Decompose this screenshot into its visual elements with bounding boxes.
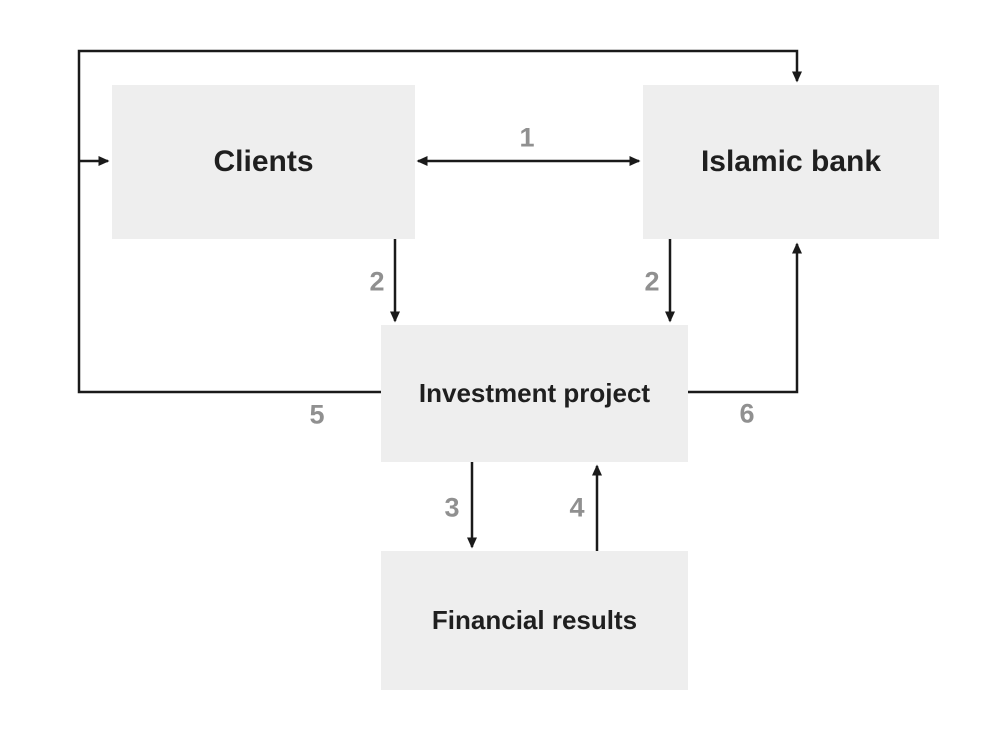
node-clients: Clients bbox=[112, 85, 415, 239]
node-financial-results-label: Financial results bbox=[431, 605, 638, 635]
edge-label-3: 3 bbox=[444, 492, 460, 523]
edge-label-4: 4 bbox=[569, 492, 585, 523]
edge-label-5: 5 bbox=[309, 399, 325, 430]
node-investment-project: Investment project bbox=[381, 325, 688, 462]
edge-6-line bbox=[688, 242, 802, 394]
node-islamic-bank-label: Islamic bank bbox=[700, 145, 882, 178]
edge-label-1: 1 bbox=[519, 122, 535, 153]
edge-label-2-right: 2 bbox=[644, 266, 660, 297]
edge-label-6: 6 bbox=[739, 398, 755, 429]
node-investment-project-label: Investment project bbox=[418, 378, 651, 408]
node-financial-results: Financial results bbox=[381, 551, 688, 690]
edge-label-2-left: 2 bbox=[369, 266, 385, 297]
node-clients-label: Clients bbox=[213, 145, 314, 178]
edge-5-line bbox=[77, 49, 802, 394]
node-islamic-bank: Islamic bank bbox=[643, 85, 939, 239]
